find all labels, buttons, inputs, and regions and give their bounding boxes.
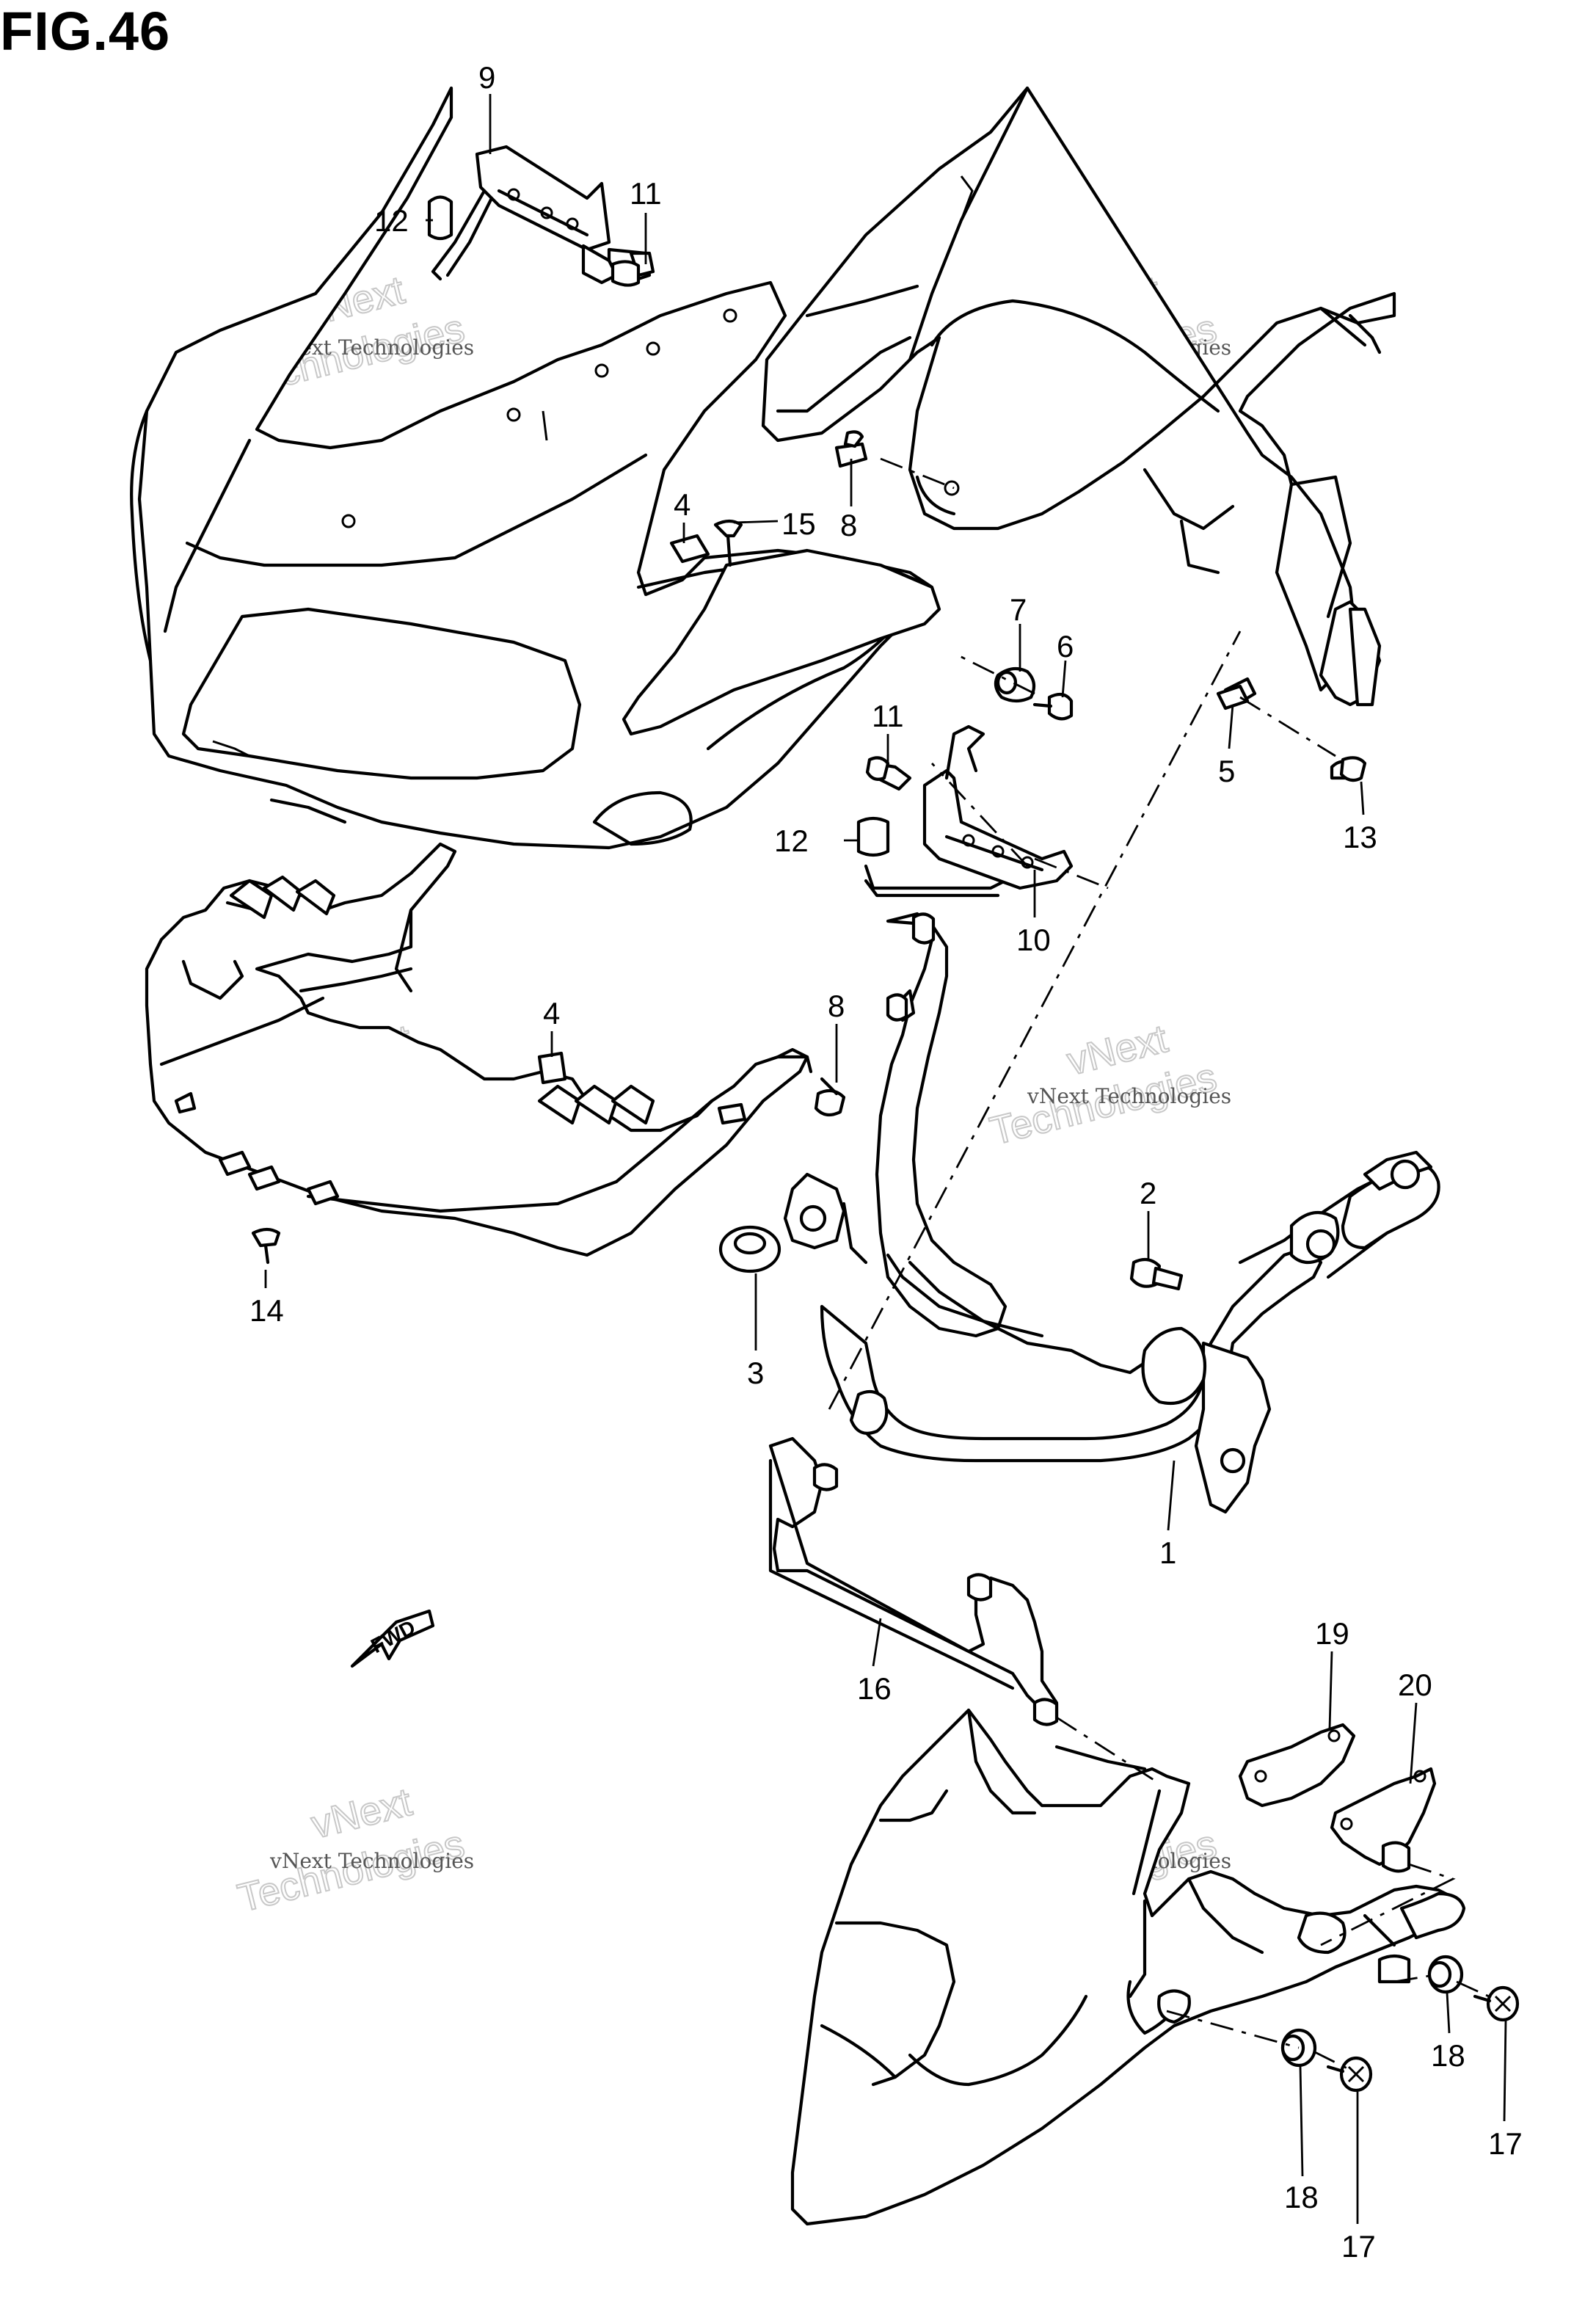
callout-7: 7 — [1010, 592, 1027, 627]
figure-title: FIG.46 — [0, 1, 171, 62]
bolt-11-lower — [865, 756, 912, 791]
clip-nut-4-lower — [537, 1051, 567, 1085]
small-brackets — [1238, 1723, 1437, 1873]
callout-15: 15 — [781, 506, 816, 541]
inner-panel — [761, 86, 1396, 692]
leader-lines — [264, 94, 1507, 2224]
svg-text:vNext Technologies: vNext Technologies — [1027, 1084, 1231, 1108]
callout-12-upper: 12 — [374, 203, 409, 238]
grommet-8-upper — [834, 430, 868, 468]
grommet-3 — [718, 1225, 781, 1273]
cowling-brace — [783, 912, 1440, 1514]
fasteners — [251, 244, 1520, 2093]
callout-13: 13 — [1343, 820, 1377, 854]
grommet-12-lower — [856, 816, 1015, 898]
assembly-lines — [828, 457, 1498, 2071]
callout-14: 14 — [249, 1293, 284, 1328]
bolt-2 — [1129, 1257, 1184, 1291]
callout-8-upper: 8 — [840, 508, 857, 542]
callout-4-lower: 4 — [543, 996, 560, 1030]
screw-14 — [251, 1227, 281, 1265]
callout-17-left: 17 — [1341, 2229, 1376, 2264]
callout-4-upper: 4 — [674, 487, 690, 522]
callout-9: 9 — [478, 60, 495, 95]
callout-labels: 9 11 12 4 15 8 7 6 5 13 11 12 10 4 8 14 … — [249, 60, 1523, 2264]
callout-6: 6 — [1057, 629, 1074, 664]
watermark-bottom-left: vNext Technologies vNext Technologies — [233, 1779, 474, 1922]
screw-6 — [1032, 692, 1074, 721]
watermark-mid-right: vNext Technologies vNext Technologies — [985, 1016, 1231, 1155]
svg-text:vNext Technologies: vNext Technologies — [269, 1849, 474, 1873]
clip-nut-4-upper — [669, 534, 710, 564]
lower-cowling-assy — [790, 1708, 1466, 2226]
under-cowling-left — [145, 842, 813, 1257]
lower-cowling-bracket — [768, 1436, 1059, 1726]
callout-1: 1 — [1159, 1535, 1176, 1570]
callout-8-lower: 8 — [828, 989, 845, 1023]
callout-19: 19 — [1315, 1616, 1349, 1651]
side-bracket — [1223, 600, 1382, 780]
callout-12-lower: 12 — [774, 824, 809, 858]
cowling-brace-bracket — [427, 145, 655, 281]
screw-17-right — [1473, 1985, 1520, 2022]
callout-10: 10 — [1016, 923, 1051, 957]
callout-2: 2 — [1140, 1176, 1156, 1210]
callout-20: 20 — [1398, 1668, 1432, 1702]
callout-3: 3 — [747, 1356, 764, 1390]
callout-17-right: 17 — [1488, 2126, 1523, 2161]
callout-11-lower: 11 — [872, 699, 904, 733]
callout-5: 5 — [1218, 754, 1235, 788]
bolt-11-upper — [581, 244, 641, 287]
callout-16: 16 — [857, 1671, 892, 1706]
fwd-arrow-icon: FWD — [350, 1609, 435, 1668]
callout-18-left: 18 — [1284, 2180, 1319, 2214]
callout-18-right: 18 — [1431, 2038, 1465, 2073]
screw-13 — [1339, 756, 1367, 782]
grommet-18-right — [1427, 1955, 1464, 1994]
grommet-8-lower — [814, 1077, 846, 1117]
center-cowling-trim — [622, 548, 941, 736]
screw-17-left — [1326, 2056, 1373, 2093]
callout-11-upper: 11 — [630, 176, 662, 211]
